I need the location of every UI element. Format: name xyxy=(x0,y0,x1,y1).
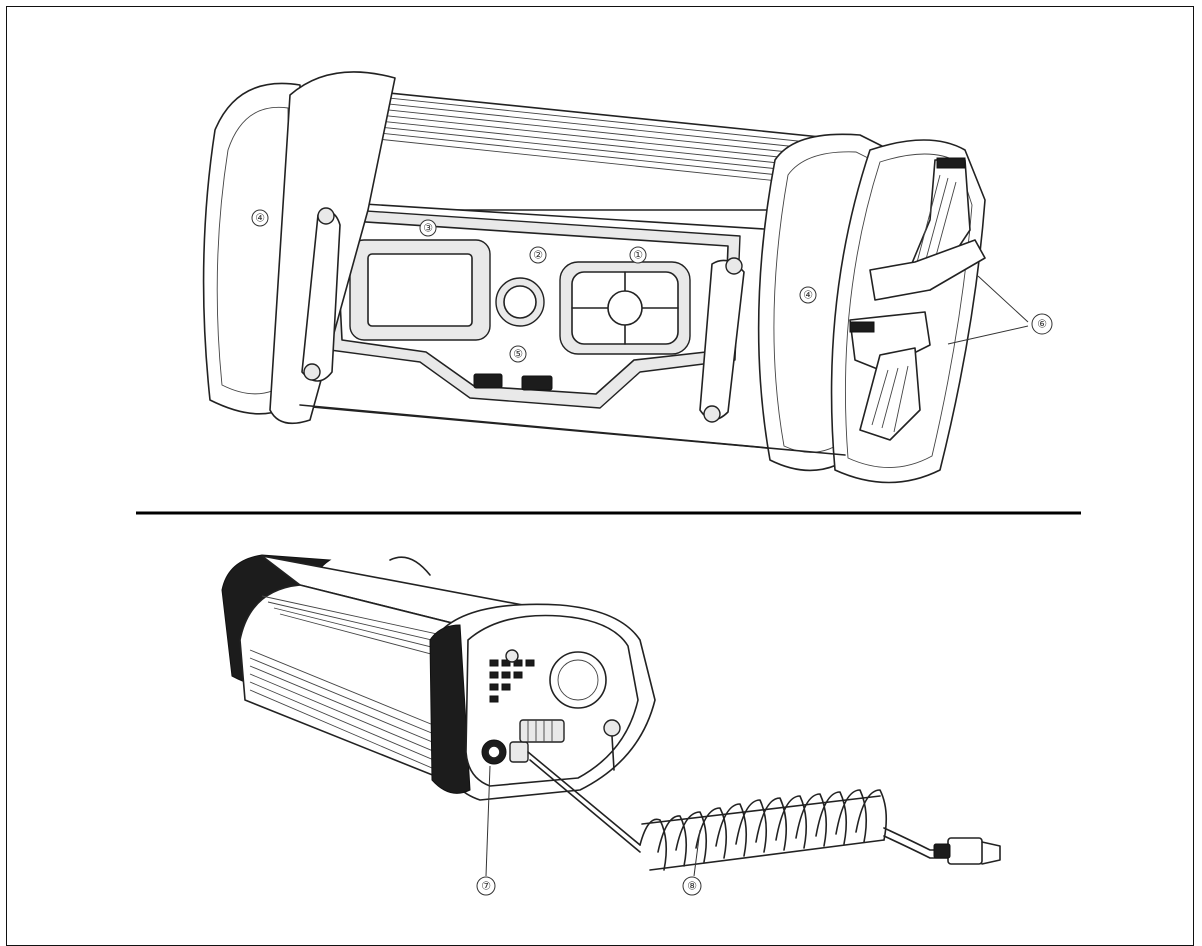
callout-4-left-label: ④ xyxy=(255,212,265,225)
power-button xyxy=(503,285,537,319)
callout-5: ⑤ xyxy=(509,345,527,363)
callout-6: ⑥ xyxy=(1031,313,1053,335)
usb-port-2 xyxy=(521,375,553,391)
callout-7-leader xyxy=(485,765,491,877)
rear-screw xyxy=(603,719,621,737)
keypad-center-button xyxy=(607,290,643,326)
callout-3: ③ xyxy=(419,219,437,237)
callout-7-label: ⑦ xyxy=(481,880,491,893)
callout-4-right: ④ xyxy=(799,286,817,304)
product-illustration: ① ② ③ ④ ④ ⑤ ⑥ xyxy=(136,71,1081,896)
callout-2-label: ② xyxy=(533,249,543,262)
rear-end-rim xyxy=(429,624,471,794)
callout-2: ② xyxy=(529,246,547,264)
coiled-hose xyxy=(639,789,888,871)
callout-1: ① xyxy=(629,246,647,264)
terminal-block xyxy=(519,719,565,743)
display-screen xyxy=(367,253,473,327)
callout-1-label: ① xyxy=(633,249,643,262)
top-ribs xyxy=(367,95,846,189)
hose-fitting xyxy=(509,741,529,763)
callout-3-label: ③ xyxy=(423,222,433,235)
clamp-lower xyxy=(859,347,921,441)
rear-vents xyxy=(489,659,535,703)
callout-4-right-label: ④ xyxy=(803,289,813,302)
clamp-upper-jaw xyxy=(869,239,986,301)
hose-connector xyxy=(947,837,983,865)
usb-port-1 xyxy=(473,373,503,389)
top-view-unit xyxy=(202,71,986,484)
handle-arch xyxy=(389,556,431,576)
callout-8-leader xyxy=(693,829,701,877)
callout-4-left: ④ xyxy=(251,209,269,227)
callout-7: ⑦ xyxy=(476,876,496,896)
callout-8-label: ⑧ xyxy=(687,880,697,893)
callout-6-leaders xyxy=(947,275,1029,345)
bottom-view-unit xyxy=(221,554,1001,871)
callout-5-label: ⑤ xyxy=(513,348,523,361)
callout-6-label: ⑥ xyxy=(1037,318,1047,331)
callout-8: ⑧ xyxy=(682,876,702,896)
hose-straight xyxy=(527,751,641,846)
